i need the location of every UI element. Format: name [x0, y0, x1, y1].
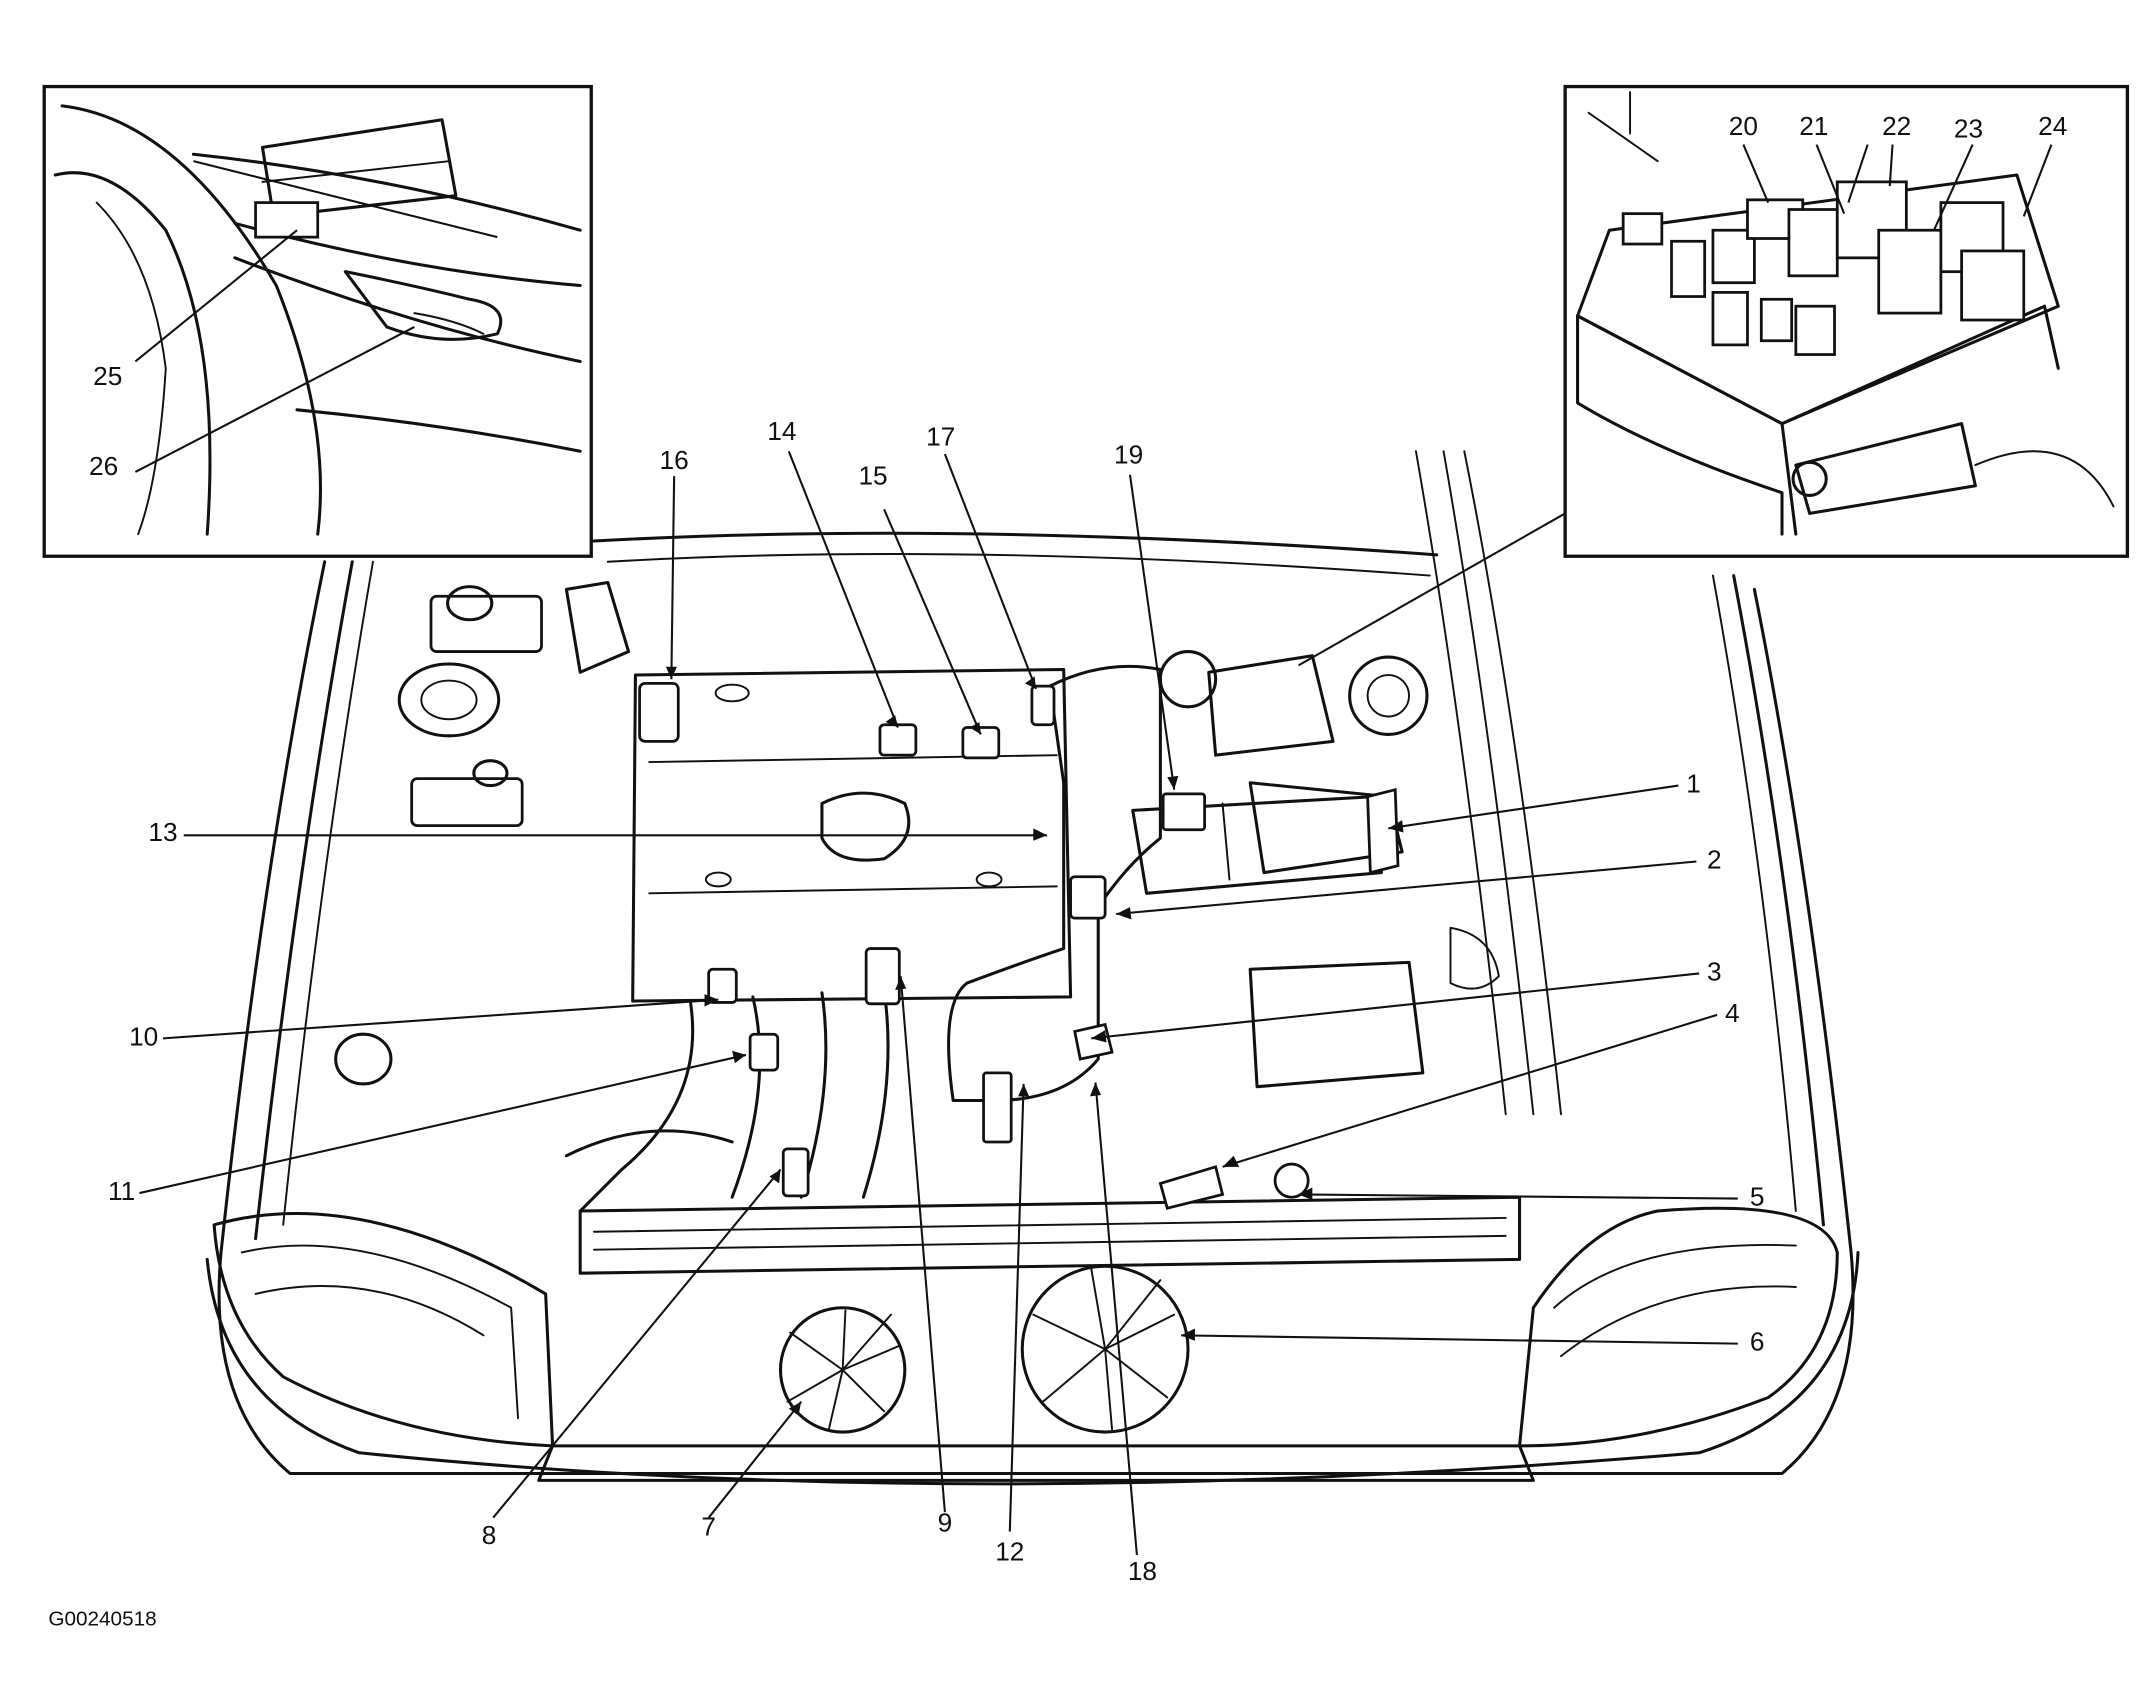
callout-16: 16	[660, 445, 689, 475]
callout-17: 17	[926, 422, 955, 452]
callout-22: 22	[1882, 111, 1911, 141]
callout-24: 24	[2038, 111, 2067, 141]
callout-25: 25	[93, 361, 122, 391]
callout-12: 12	[995, 1537, 1024, 1567]
inset-bumper-detail	[42, 84, 593, 558]
callout-3: 3	[1707, 956, 1722, 986]
leader-arrowheads	[665, 666, 1404, 1416]
figure-code: G00240518	[48, 1607, 156, 1630]
engine-compartment-drawing	[205, 450, 1860, 1486]
callout-11: 11	[108, 1176, 135, 1206]
callout-21: 21	[1799, 111, 1828, 141]
callout-4: 4	[1725, 998, 1740, 1028]
callout-8: 8	[482, 1520, 497, 1550]
callout-7: 7	[701, 1512, 716, 1542]
callout-26: 26	[89, 451, 118, 481]
callout-2: 2	[1707, 844, 1722, 874]
callout-1: 1	[1686, 768, 1701, 798]
leader-lines	[134, 144, 2053, 1556]
inset-relay-box-detail	[1563, 84, 2130, 558]
callout-20: 20	[1729, 111, 1758, 141]
callout-6: 6	[1750, 1327, 1765, 1357]
callout-15: 15	[858, 460, 887, 490]
callout-5: 5	[1750, 1182, 1765, 1212]
callout-labels: 1 2 3 4 5 6 7 8 9 10 11 12 13 14 15 16 1…	[89, 111, 2067, 1586]
callout-19: 19	[1114, 440, 1143, 470]
callout-18: 18	[1128, 1556, 1157, 1586]
callout-9: 9	[938, 1508, 953, 1538]
callout-23: 23	[1954, 114, 1983, 144]
callout-10: 10	[129, 1021, 158, 1051]
callout-14: 14	[767, 416, 796, 446]
callout-13: 13	[148, 817, 177, 847]
